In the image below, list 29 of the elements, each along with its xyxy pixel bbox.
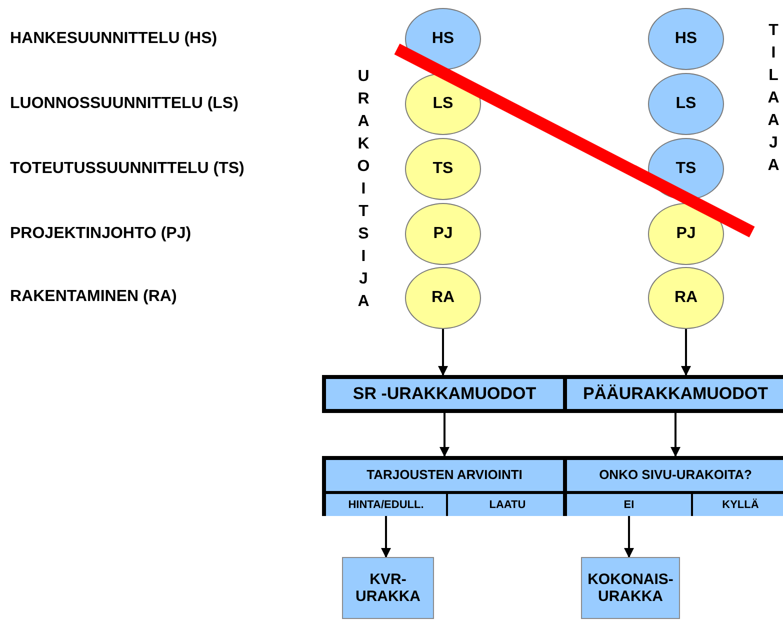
arrow [670, 413, 680, 457]
vertical-role-label: URAKOITSIJA [355, 68, 371, 316]
phase-ellipse: RA [405, 267, 481, 329]
arrow [381, 516, 391, 558]
table-heading: TARJOUSTEN ARVIOINTI [366, 467, 524, 482]
phase-ellipse: PJ [648, 203, 724, 265]
phase-name-label: TOTEUTUSSUUNNITTELU (TS) [10, 160, 244, 178]
phase-name-label: HANKESUUNNITTELU (HS) [10, 30, 218, 48]
option-cell: EI [567, 491, 691, 516]
decision-table [563, 456, 783, 516]
phase-ellipse: PJ [405, 203, 481, 265]
phase-ellipse: LS [648, 73, 724, 135]
vertical-role-label: TILAAJA [765, 22, 781, 180]
arrow [440, 413, 450, 457]
phase-ellipse: RA [648, 267, 724, 329]
arrow [438, 329, 448, 376]
phase-ellipse: HS [405, 8, 481, 70]
phase-ellipse: TS [405, 138, 481, 200]
phase-ellipse: HS [648, 8, 724, 70]
phase-name-label: LUONNOSSUUNNITTELU (LS) [10, 95, 238, 113]
arrow [681, 329, 691, 376]
arrow [624, 516, 634, 558]
table-heading: ONKO SIVU-URAKOITA? [598, 467, 753, 482]
result-box: KVR- URAKKA [342, 557, 434, 619]
phase-name-label: RAKENTAMINEN (RA) [10, 288, 177, 306]
result-box: KOKONAIS- URAKKA [581, 557, 680, 619]
option-cell: KYLLÄ [691, 491, 783, 516]
option-cell: HINTA/EDULL. [326, 491, 446, 516]
phase-name-label: PROJEKTINJOHTO (PJ) [10, 225, 192, 243]
